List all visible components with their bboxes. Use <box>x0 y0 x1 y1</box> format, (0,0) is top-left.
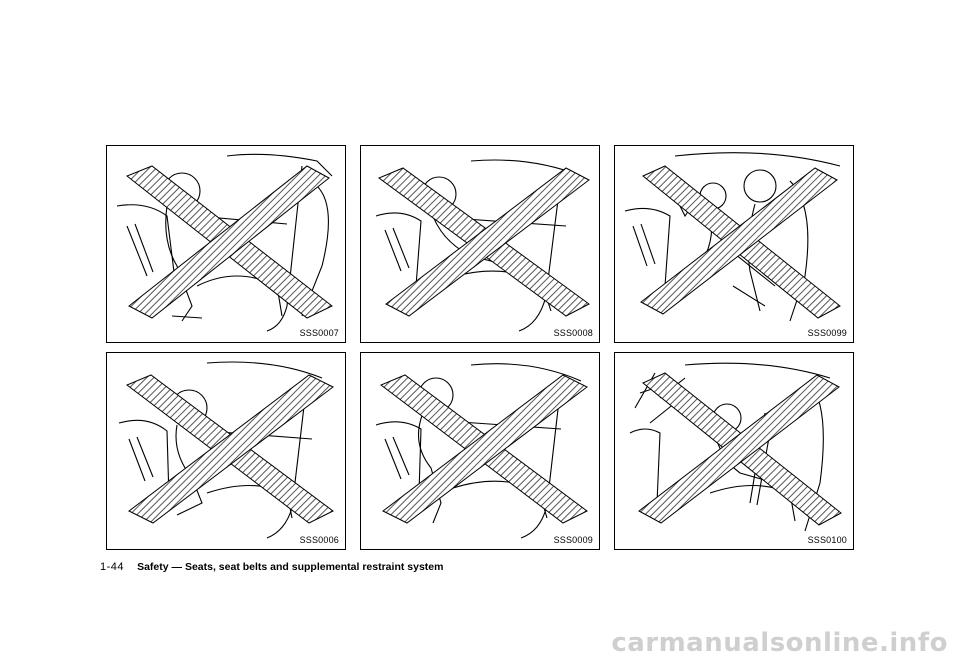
page-number: 1-44 <box>100 561 125 573</box>
panel-code-1: SSS0007 <box>299 328 339 338</box>
illustration-panel-3: SSS0099 <box>614 145 854 343</box>
illustration-panel-1: SSS0007 <box>106 145 346 343</box>
panel-code-3: SSS0099 <box>807 328 847 338</box>
child-seated-improperly-drawing <box>116 153 333 332</box>
child-leaning-forward-drawing <box>375 159 590 332</box>
section-title: Safety — Seats, seat belts and supplemen… <box>137 561 444 573</box>
child-standing-drawing <box>118 361 334 539</box>
illustration-panel-4: SSS0006 <box>106 352 346 550</box>
child-knees-up-drawing <box>375 363 588 539</box>
illustration-panel-2: SSS0008 <box>360 145 600 343</box>
panel-code-4: SSS0006 <box>299 535 339 545</box>
panel-code-6: SSS0100 <box>807 535 847 545</box>
page-footer: 1-44 Safety — Seats, seat belts and supp… <box>100 561 443 573</box>
child-on-lap-drawing <box>624 152 841 322</box>
panel-code-5: SSS0009 <box>553 535 593 545</box>
illustration-panel-5: SSS0009 <box>360 352 600 550</box>
illustration-panel-6: SSS0100 <box>614 352 854 550</box>
watermark: carmanualsonline.info <box>611 628 948 658</box>
airbag-deploying-drawing <box>629 362 842 532</box>
panel-code-2: SSS0008 <box>553 328 593 338</box>
